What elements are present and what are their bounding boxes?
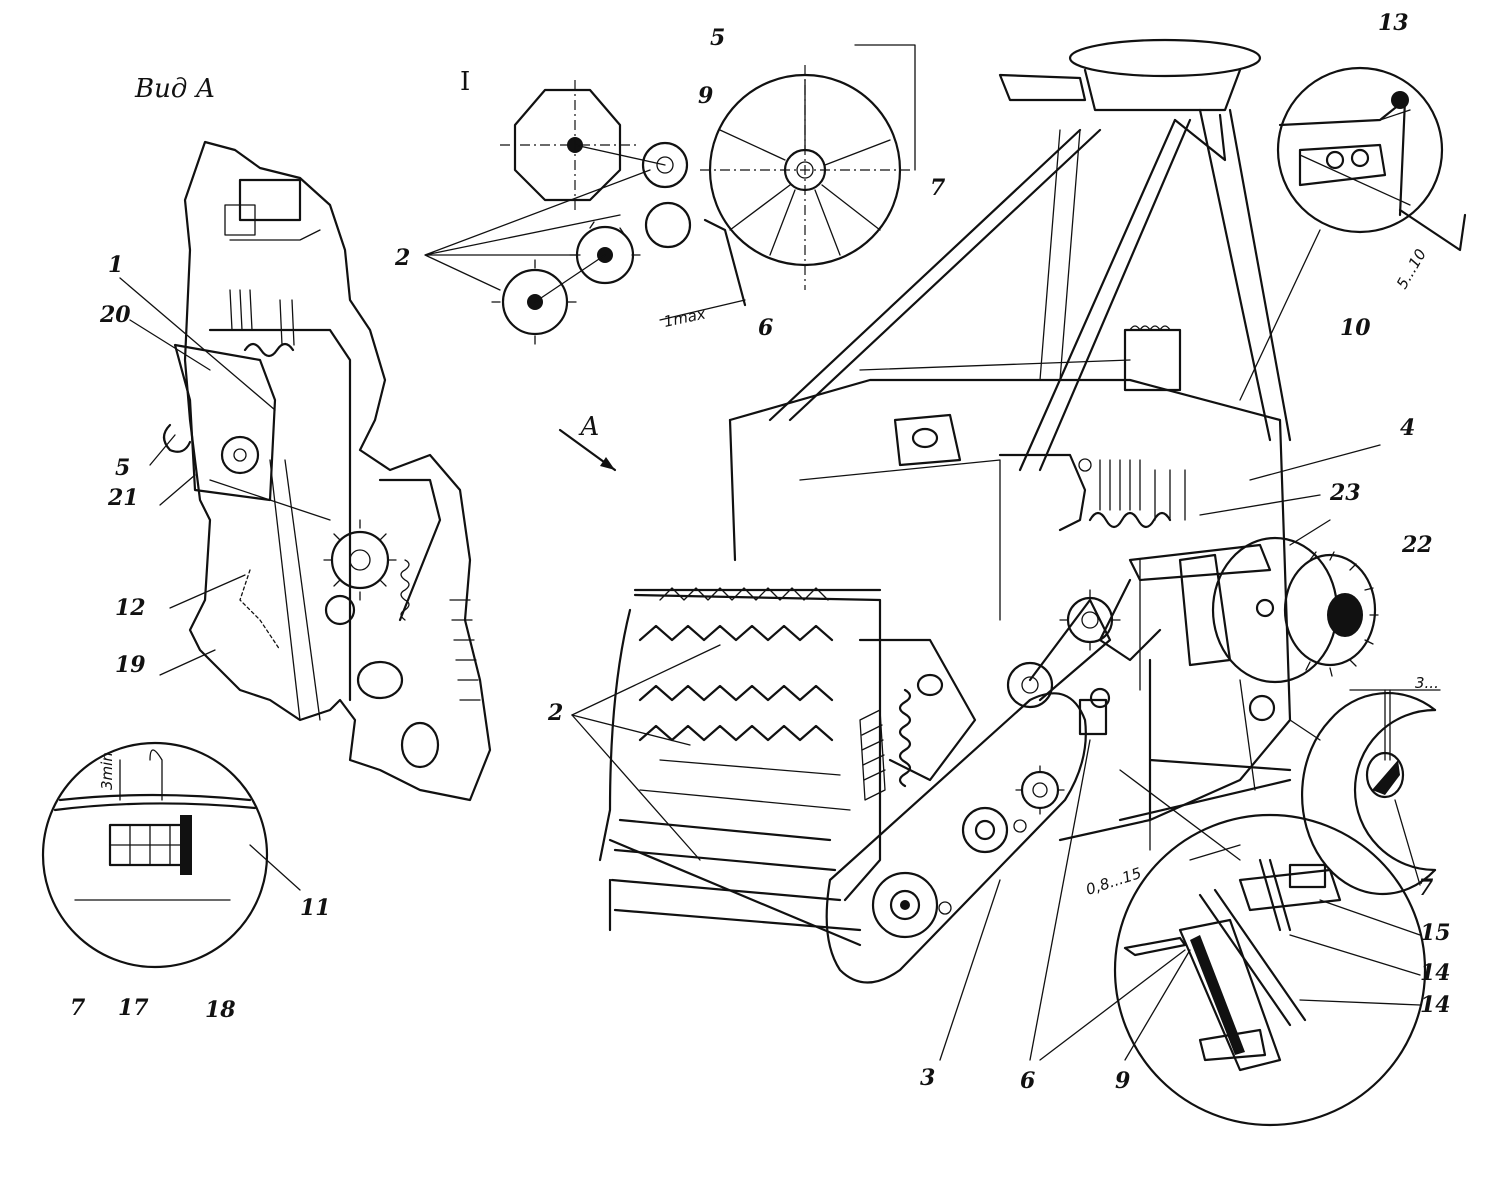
label-9-bottom: 9 xyxy=(1115,1068,1130,1094)
label-10: 10 xyxy=(1340,315,1371,341)
detail-i-title: I xyxy=(460,67,470,97)
label-23: 23 xyxy=(1329,480,1361,506)
label-1: 1 xyxy=(108,252,123,278)
label-19: 19 xyxy=(115,652,146,678)
label-6-main: 6 xyxy=(1020,1068,1035,1094)
detail-circle-bottom-right xyxy=(1113,769,1427,1127)
detail-circle-top-right xyxy=(1239,66,1467,401)
label-7-right: 7 xyxy=(1418,875,1434,901)
view-a-title: Вид А xyxy=(134,74,215,104)
label-5-top: 5 xyxy=(710,25,725,51)
dimension-5-10: 5...10 xyxy=(1393,246,1430,292)
label-7-left: 7 xyxy=(70,995,86,1021)
label-2-main: 2 xyxy=(547,700,563,726)
dimension-3: 3... xyxy=(1415,674,1439,692)
label-18: 18 xyxy=(205,997,236,1023)
label-13: 13 xyxy=(1378,10,1409,36)
detail-i-kinematic-scheme xyxy=(491,44,916,345)
view-arrow-label: А xyxy=(578,412,600,442)
main-machine-assembly xyxy=(558,38,1379,984)
dimension-3min: 3min xyxy=(98,752,116,790)
label-20: 20 xyxy=(99,302,131,328)
dimension-1max: 1max xyxy=(662,305,707,331)
label-15: 15 xyxy=(1420,920,1451,946)
label-9-top: 9 xyxy=(698,83,713,109)
label-6-top: 6 xyxy=(758,315,773,341)
detail-circle-left xyxy=(41,741,269,969)
label-17: 17 xyxy=(118,995,149,1021)
label-14-a: 14 xyxy=(1420,960,1451,986)
label-12: 12 xyxy=(115,595,146,621)
leader-lines xyxy=(119,277,1421,1061)
view-a-side-panel xyxy=(162,140,492,802)
label-14-b: 14 xyxy=(1420,992,1451,1018)
label-5-view-a: 5 xyxy=(115,455,130,481)
label-3: 3 xyxy=(920,1065,935,1091)
detail-circle-right xyxy=(1289,689,1441,896)
label-21: 21 xyxy=(107,485,139,511)
label-2-leaders-top xyxy=(424,169,651,291)
label-4: 4 xyxy=(1400,415,1415,441)
label-2-top: 2 xyxy=(394,245,410,271)
label-7-top: 7 xyxy=(930,175,946,201)
label-22: 22 xyxy=(1401,532,1433,558)
label-11: 11 xyxy=(300,895,331,921)
